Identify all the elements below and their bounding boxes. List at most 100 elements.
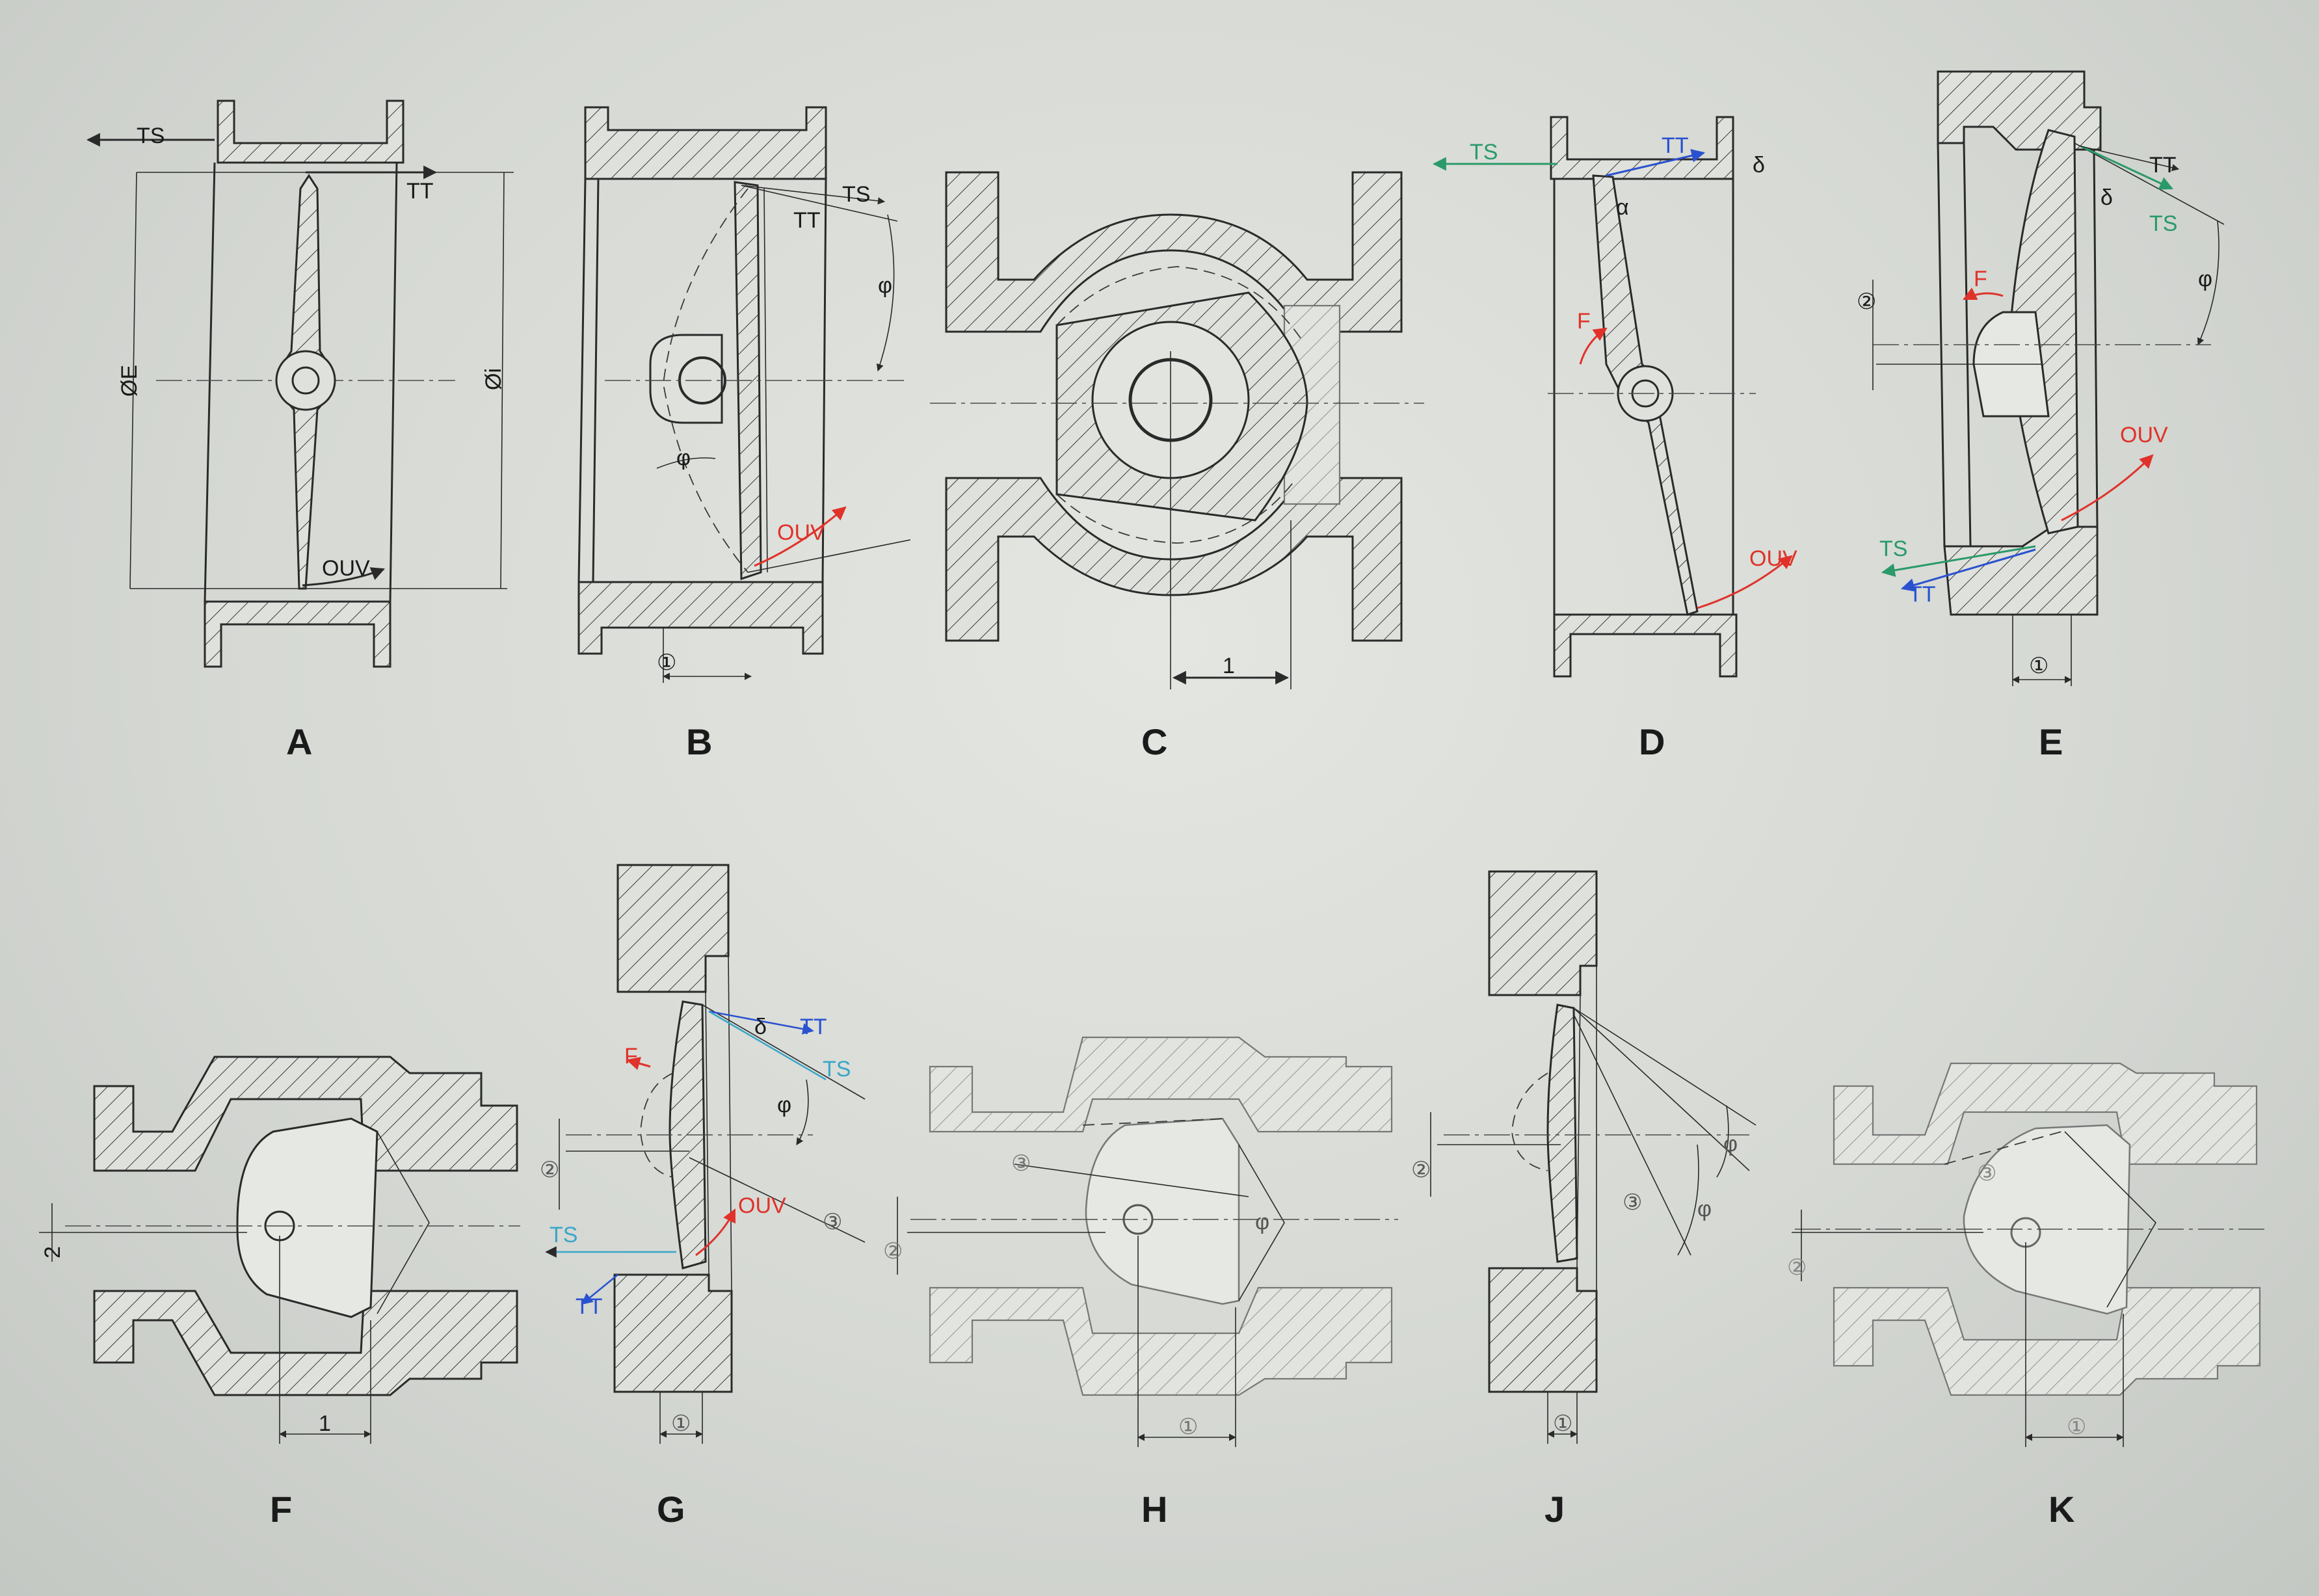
panel-b-body-top [584, 106, 827, 180]
panel-a-ts-label: TS [137, 124, 165, 148]
panel-b-ts-label: TS [842, 182, 870, 207]
panel-e-phi-label: φ [2198, 267, 2212, 291]
panel-a-body-bottom [204, 600, 391, 668]
panel-e-body-top [1937, 70, 2102, 151]
panel-k-body-top [1833, 1062, 2258, 1165]
panel-a-hub [275, 350, 336, 411]
panel-j-body-bottom [1488, 1267, 1598, 1393]
panel-b: TS TT φ φ OUV ① B [577, 106, 911, 762]
panel-g-ts-bottom-label: TS [550, 1223, 577, 1247]
panel-a-label: A [286, 721, 312, 762]
panel-e-f-label: F [1974, 267, 1987, 291]
panel-f-disc [236, 1117, 378, 1318]
panel-g: ② TT TS δ φ ③ F OUV TS TT ① G [540, 864, 866, 1530]
panel-e-body-bottom [1943, 525, 2099, 616]
panel-h-label: H [1141, 1489, 1167, 1530]
panel-d: TS TT δ α F OUV D [1432, 116, 1797, 762]
panel-b-body-bottom [577, 581, 824, 655]
panel-g-tt-bottom-label: TT [576, 1294, 603, 1319]
panel-c-dim1-label: 1 [1223, 654, 1235, 678]
panel-e-tt-top-label: TT [2149, 153, 2177, 178]
panel-a: TS TT ØE Øi OUV A [86, 100, 514, 762]
panel-j-disc [1546, 1004, 1578, 1263]
panel-c: 1 C [930, 171, 1424, 762]
panel-e-dim1-label: ① [2029, 654, 2048, 678]
panel-c-body-top [945, 171, 1403, 333]
panel-j-dim3-label: ③ [1623, 1190, 1642, 1215]
panel-g-ouv-label: OUV [738, 1193, 786, 1218]
panel-j-label: J [1544, 1489, 1565, 1530]
panel-e-ouv-label: OUV [2120, 423, 2168, 447]
panel-k-dim1-label: ① [2067, 1415, 2086, 1439]
panel-k-dim3-label: ③ [1977, 1161, 1996, 1186]
panel-k-label: K [2048, 1489, 2074, 1530]
panel-d-tt-label: TT [1662, 133, 1689, 158]
panel-b-dim1-label: ① [657, 650, 676, 675]
panel-j: ② φ φ ③ ① J [1411, 870, 1756, 1530]
panel-j-phi-a-label: φ [1723, 1132, 1738, 1156]
panel-b-label: B [686, 721, 712, 762]
panel-f-body-bottom [93, 1290, 518, 1396]
panel-h-dim1-label: ① [1178, 1415, 1198, 1439]
panel-d-body-top [1550, 116, 1734, 180]
panel-e: ② TS TT δ φ F OUV TS TT ① E [1857, 70, 2225, 762]
panel-d-ouv-label: OUV [1749, 546, 1797, 571]
panel-e-delta-label: δ [2100, 185, 2113, 210]
panel-d-f-label: F [1577, 309, 1591, 334]
panel-g-f-label: F [624, 1044, 638, 1069]
panel-g-delta-label: δ [754, 1015, 767, 1039]
panel-g-label: G [657, 1489, 685, 1530]
panel-f-dim1-label: 1 [319, 1411, 331, 1436]
panel-c-body-bottom [945, 477, 1403, 642]
panel-e-tt-bottom-label: TT [1909, 582, 1936, 607]
panel-j-phi-b-label: φ [1697, 1197, 1712, 1221]
panel-f-body-top [93, 1056, 518, 1172]
panel-k-dim2-label: ② [1787, 1255, 1807, 1280]
panel-d-delta-label: δ [1753, 153, 1765, 178]
panel-j-dim2-label: ② [1411, 1158, 1431, 1182]
panel-k-body-bottom [1833, 1286, 2261, 1396]
panel-f: 2 1 F [39, 1056, 520, 1530]
panel-b-tt-label: TT [793, 208, 821, 233]
panel-h: ② ③ φ ① H [883, 1036, 1398, 1530]
panel-d-body-bottom [1553, 613, 1738, 678]
panel-b-phi-label: φ [878, 273, 892, 298]
panel-f-dim2-label: 2 [40, 1246, 65, 1258]
panel-c-label: C [1141, 721, 1167, 762]
panel-b-hinge [649, 334, 723, 424]
panel-g-dim1-label: ① [671, 1411, 691, 1436]
panel-e-ts-bottom-label: TS [1879, 537, 1907, 561]
panel-h-disc [1085, 1117, 1240, 1305]
panel-a-ouv-label: OUV [322, 556, 370, 581]
panel-g-ts-top-label: TS [823, 1057, 851, 1082]
panel-a-oi-label: Øi [481, 368, 506, 390]
panel-a-body-top [217, 100, 404, 164]
panel-g-dim3-label: ③ [823, 1210, 842, 1234]
panel-j-dim1-label: ① [1553, 1411, 1572, 1436]
panel-b-ouv-label: OUV [777, 520, 825, 545]
panel-j-body-top [1488, 870, 1598, 996]
panel-a-oe-label: ØE [117, 365, 142, 397]
panel-e-label: E [2039, 721, 2063, 762]
panel-k: ② ③ ① K [1787, 1062, 2270, 1530]
panel-f-label: F [270, 1489, 292, 1530]
panel-d-alpha-label: α [1616, 195, 1629, 220]
panel-e-ts-top-label: TS [2149, 211, 2177, 236]
panel-k-disc [1963, 1124, 2131, 1315]
panel-g-phi-label: φ [777, 1093, 791, 1117]
panel-g-tt-top-label: TT [800, 1015, 827, 1039]
panel-e-dim2-label: ② [1857, 289, 1876, 314]
panel-h-dim3-label: ③ [1011, 1151, 1031, 1176]
panel-a-tt-label: TT [406, 179, 434, 204]
panel-h-body-top [929, 1036, 1393, 1133]
panel-h-body-bottom [929, 1286, 1393, 1396]
panel-h-phi-label: φ [1255, 1210, 1269, 1234]
panel-d-label: D [1639, 721, 1665, 762]
panel-b-phi2-label: φ [676, 446, 691, 470]
panel-g-body-bottom [613, 1273, 733, 1393]
panel-g-dim2-label: ② [540, 1158, 559, 1182]
panel-h-dim2-label: ② [883, 1239, 903, 1264]
panel-g-body-top [616, 864, 730, 993]
panel-d-ts-label: TS [1470, 140, 1498, 165]
